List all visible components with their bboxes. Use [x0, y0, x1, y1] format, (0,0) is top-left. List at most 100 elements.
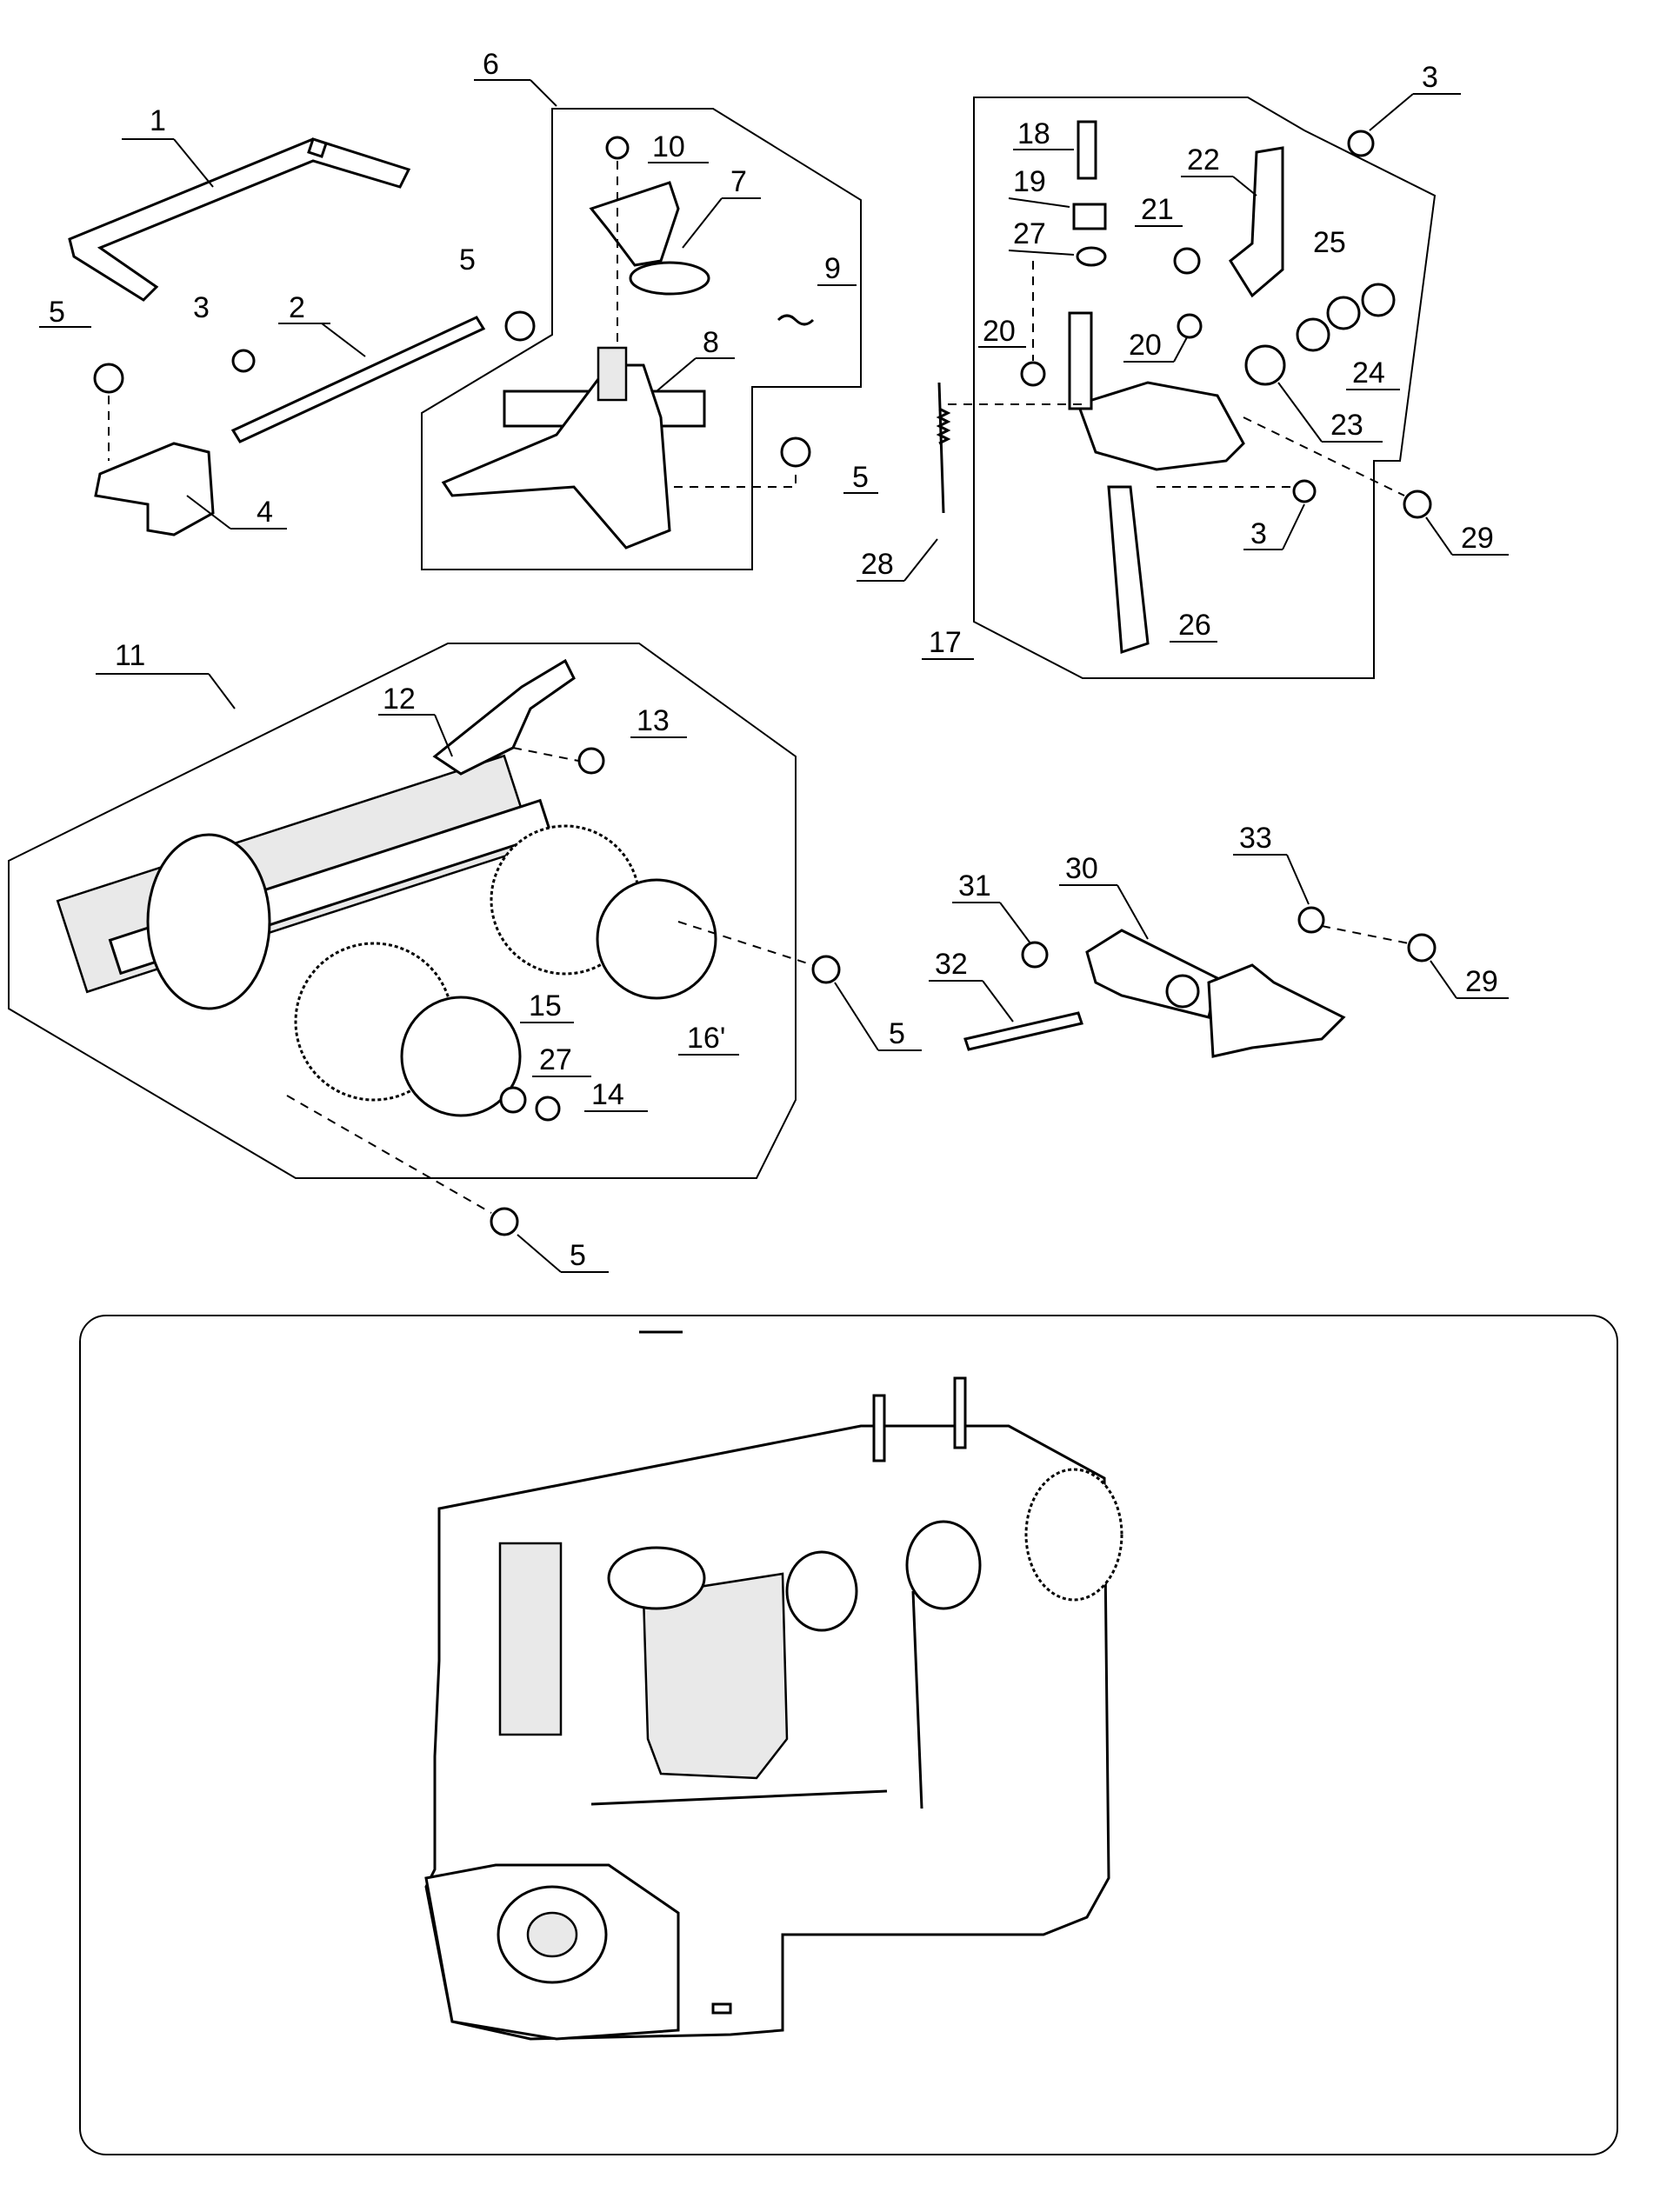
leader-12b [434, 714, 453, 757]
callout-19: 19 [1013, 165, 1046, 198]
leader-11b [208, 673, 236, 709]
part-31-clip [1021, 941, 1049, 969]
machine-pulley [905, 1520, 982, 1610]
leader-8b [656, 357, 697, 392]
leader-20b2 [1173, 336, 1188, 363]
callout-5c: 5 [852, 461, 869, 494]
callout-5e: 5 [570, 1239, 586, 1272]
callout-5a: 5 [49, 296, 65, 329]
callout-32: 32 [935, 948, 968, 981]
part-30-lever-arm [1085, 929, 1219, 1019]
callout-25: 25 [1313, 226, 1346, 259]
callout-18: 18 [1017, 117, 1050, 150]
part-8-bracket [441, 363, 671, 550]
group-6-outline [421, 108, 862, 570]
part-3-nut-lower [1292, 479, 1317, 503]
callout-33: 33 [1239, 822, 1272, 855]
leader-32b [982, 980, 1014, 1023]
group-6-hook [421, 108, 862, 570]
part-2-shaft [230, 316, 486, 443]
group-machine-overview [79, 1315, 1618, 2155]
leader-dash-5c [677, 921, 814, 966]
callout-4: 4 [257, 496, 273, 529]
part-32-pin [963, 1011, 1083, 1051]
leader-5e2 [517, 1234, 562, 1273]
callout-15: 15 [529, 989, 562, 1023]
leader-2b [321, 323, 366, 357]
callout-22: 22 [1187, 143, 1220, 177]
part-17-feed-body [1077, 381, 1245, 471]
callout-labels: 1 2 3 5 4 5 6 10 7 9 8 5 18 19 27 2 [39, 48, 1509, 1273]
machine-handwheel [1024, 1468, 1123, 1602]
leader-3c2 [1282, 503, 1305, 550]
callout-13: 13 [637, 704, 670, 737]
leader-29b2 [1430, 960, 1457, 999]
leader-31b [999, 902, 1031, 944]
leader-27a [1008, 250, 1075, 256]
callout-21: 21 [1141, 193, 1174, 226]
callout-27a: 27 [1013, 217, 1046, 250]
part-10-nut [605, 136, 630, 160]
callout-23: 23 [1330, 409, 1363, 442]
callout-14: 14 [591, 1078, 624, 1111]
part-3-nut-left [231, 349, 256, 373]
part-5-screw-right-gear [811, 955, 841, 984]
part-8-post [597, 346, 628, 402]
machine-front-badge [711, 2002, 732, 2015]
part-17-feed-post [1068, 311, 1093, 410]
part-5-screw-bottom [490, 1207, 519, 1236]
callout-30: 30 [1065, 852, 1098, 885]
part-3-nut-top-right [1347, 130, 1375, 157]
machine-needle-bar [498, 1542, 563, 1736]
part-22-lever [1229, 146, 1284, 298]
part-13-screw [577, 747, 605, 775]
part-5-screw-mid [504, 310, 536, 342]
part-5-screw-left [93, 363, 124, 394]
group-17-outline [973, 97, 1437, 679]
callout-27b: 27 [539, 1043, 572, 1076]
part-27-washer-top [1076, 246, 1107, 267]
part-25-washer-a [1361, 283, 1396, 317]
leader-33b [1286, 854, 1310, 905]
machine-arm-cutout [642, 1572, 789, 1780]
leader-22b [1232, 176, 1257, 197]
machine-cam-mid [785, 1550, 858, 1632]
callout-5b: 5 [459, 243, 476, 276]
machine-spool-pin-right [953, 1376, 967, 1449]
leader-23b [1277, 382, 1323, 443]
machine-spool-pin-left [872, 1394, 886, 1462]
overview-frame [79, 1315, 1618, 2155]
machine-upright-shaft [911, 1590, 923, 1809]
group-11-outline [8, 643, 797, 1179]
callout-10: 10 [652, 130, 685, 163]
part-30-lever-plate [1207, 963, 1346, 1058]
part-20-nut-right [1177, 313, 1203, 339]
leader-28b [903, 538, 938, 582]
leader-4b [186, 495, 231, 530]
part-1-return [307, 137, 328, 158]
callout-3c: 3 [1250, 517, 1267, 550]
part-27-washer-gear [499, 1086, 527, 1114]
leader-dash-13 [512, 747, 579, 762]
part-26-link [1107, 485, 1150, 655]
callout-17: 17 [929, 626, 962, 659]
leader-29a2 [1425, 516, 1453, 556]
part-29-screw-bottom [1407, 933, 1437, 963]
callout-12: 12 [383, 683, 416, 716]
part-18-screw [1077, 120, 1097, 180]
leader-1b [173, 138, 214, 188]
leader-dash-29b [1321, 925, 1410, 944]
leader-6b [530, 79, 557, 107]
leader-3b2 [1369, 93, 1414, 131]
part-9-spring [777, 314, 815, 326]
callout-29b: 29 [1465, 965, 1498, 998]
part-20-nut-left [1020, 361, 1046, 387]
part-33-clip [1297, 906, 1325, 934]
callout-8: 8 [703, 326, 719, 359]
callout-3b: 3 [1422, 61, 1438, 94]
leader-30b [1117, 884, 1149, 940]
part-23-collar [1244, 344, 1286, 386]
leader-dash-5b [674, 470, 797, 488]
part-5-screw-group6 [780, 436, 811, 468]
